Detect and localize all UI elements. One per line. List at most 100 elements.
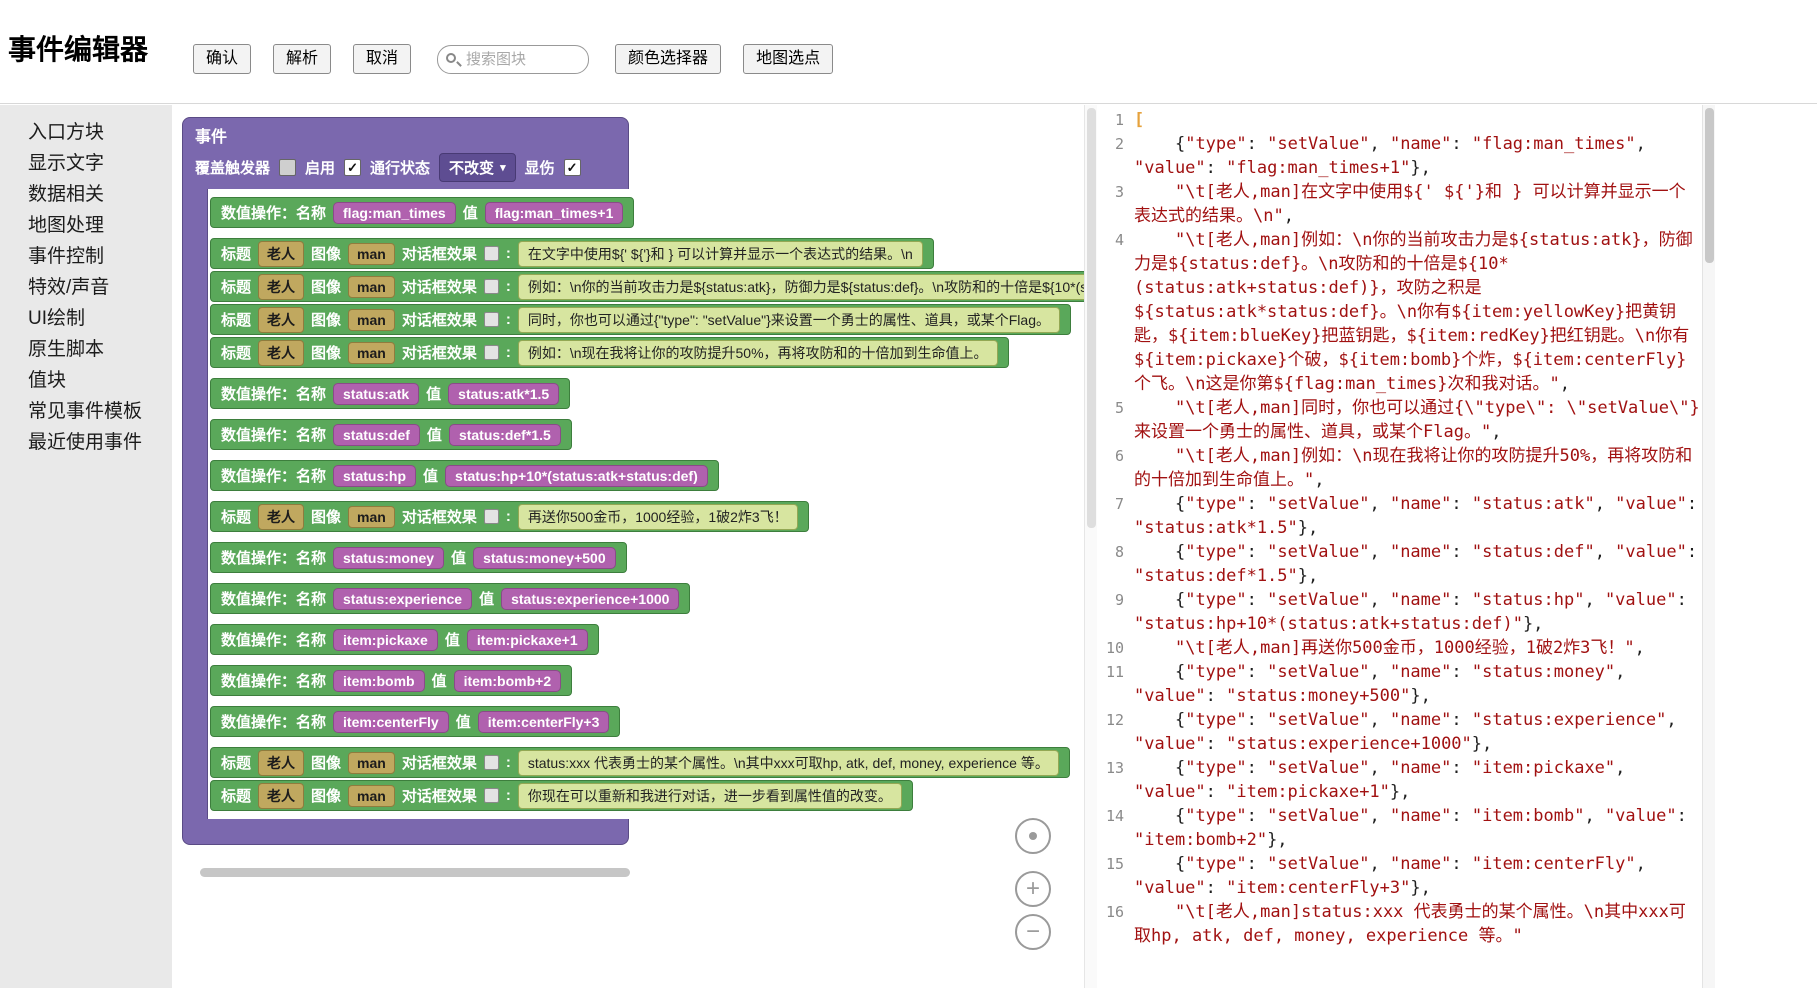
search-box[interactable] <box>437 44 590 74</box>
zoom-out-button[interactable]: − <box>1015 914 1051 950</box>
dialog-text-field[interactable]: 在文字中使用${' ${'}和 } 可以计算并显示一个表达式的结果。\n <box>517 240 923 267</box>
map-pick-button[interactable]: 地图选点 <box>743 44 834 74</box>
pass-state-dropdown[interactable]: 不改变 ▾ <box>439 153 516 182</box>
title-field[interactable]: 老人 <box>258 749 305 776</box>
dialog-effect-checkbox[interactable] <box>483 345 499 360</box>
event-block[interactable]: 事件 覆盖触发器 启用 ✓ 通行状态 不改变 ▾ 显伤 ✓ 数值操作 <box>182 117 1084 845</box>
dialog-effect-checkbox[interactable] <box>483 312 499 327</box>
image-field[interactable]: man <box>348 784 395 807</box>
display-damage-checkbox[interactable]: ✓ <box>563 159 581 176</box>
sidebar-item[interactable]: UI绘制 <box>28 308 86 329</box>
sidebar-item[interactable]: 最近使用事件 <box>28 432 143 453</box>
name-chip[interactable]: status:atk <box>333 382 420 405</box>
code-line: 16 "\t[老人,man]status:xxx 代表勇士的某个属性。\n其中x… <box>1098 900 1702 948</box>
name-chip[interactable]: status:def <box>333 423 420 446</box>
pass-state-value: 不改变 <box>449 160 495 177</box>
value-chip[interactable]: status:money+500 <box>473 546 616 569</box>
dialog-text-field[interactable]: 再送你500金币，1000经验，1破2炸3飞！ <box>517 503 798 530</box>
value-chip[interactable]: flag:man_times+1 <box>484 201 624 224</box>
color-picker-button[interactable]: 颜色选择器 <box>615 44 722 74</box>
setvalue-label: 数值操作：名称 <box>221 468 327 485</box>
title-field[interactable]: 老人 <box>258 339 305 366</box>
dialog-text-field[interactable]: status:xxx 代表勇士的某个属性。\n其中xxx可取hp, atk, d… <box>517 749 1059 776</box>
name-chip[interactable]: item:bomb <box>333 669 425 692</box>
sidebar-item[interactable]: 入口方块 <box>28 122 105 143</box>
sidebar-item[interactable]: 显示文字 <box>28 153 105 174</box>
dialog-text-field[interactable]: 同时，你也可以通过{"type": "setValue"}来设置一个勇士的属性、… <box>517 306 1060 333</box>
line-number: 7 <box>1114 495 1124 513</box>
zoom-in-button[interactable]: + <box>1015 871 1051 907</box>
dialog-effect-checkbox[interactable] <box>483 755 499 770</box>
sidebar-item[interactable]: 数据相关 <box>28 184 105 205</box>
dialog-text-field[interactable]: 例如：\n现在我将让你的攻防提升50%，再将攻防和的十倍加到生命值上。 <box>517 339 998 366</box>
sidebar-item[interactable]: 特效/声音 <box>28 277 110 298</box>
title-field[interactable]: 老人 <box>258 273 305 300</box>
name-chip[interactable]: status:experience <box>333 587 473 610</box>
value-chip[interactable]: item:bomb+2 <box>453 669 562 692</box>
enable-checkbox[interactable]: ✓ <box>344 159 362 176</box>
dialog-text-field[interactable]: 例如：\n你的当前攻击力是${status:atk}，防御力是${status:… <box>517 273 1084 300</box>
image-field[interactable]: man <box>348 341 395 364</box>
image-field[interactable]: man <box>348 751 395 774</box>
dialog-effect-checkbox[interactable] <box>483 246 499 261</box>
name-chip[interactable]: flag:man_times <box>333 201 456 224</box>
search-input[interactable] <box>464 49 580 69</box>
title-field[interactable]: 老人 <box>258 503 305 530</box>
sidebar-item[interactable]: 事件控制 <box>28 246 105 267</box>
value-chip[interactable]: item:pickaxe+1 <box>466 628 588 651</box>
dialog-effect-checkbox[interactable] <box>483 509 499 524</box>
name-chip[interactable]: status:hp <box>333 464 417 487</box>
confirm-button[interactable]: 确认 <box>193 44 252 74</box>
title-field[interactable]: 老人 <box>258 306 305 333</box>
sidebar-item[interactable]: 地图处理 <box>28 215 105 236</box>
value-label: 值 <box>451 550 467 567</box>
workspace-horizontal-scrollbar[interactable] <box>200 868 630 877</box>
image-field[interactable]: man <box>348 275 395 298</box>
code-editor[interactable]: 1[2 {"type": "setValue", "name": "flag:m… <box>1098 105 1702 988</box>
sidebar-item[interactable]: 值块 <box>28 370 67 391</box>
value-chip[interactable]: status:experience+1000 <box>501 587 680 610</box>
image-field[interactable]: man <box>348 242 395 265</box>
name-chip[interactable]: item:pickaxe <box>333 628 438 651</box>
image-field[interactable]: man <box>348 505 395 528</box>
dialog-effect-checkbox[interactable] <box>483 279 499 294</box>
workspace-scrollbar-thumb[interactable] <box>1087 108 1096 528</box>
blockly-workspace[interactable]: 事件 覆盖触发器 启用 ✓ 通行状态 不改变 ▾ 显伤 ✓ 数值操作 <box>172 105 1084 988</box>
title-field[interactable]: 老人 <box>258 240 305 267</box>
sidebar-item[interactable]: 常见事件模板 <box>28 401 143 422</box>
value-chip[interactable]: status:def*1.5 <box>448 423 561 446</box>
code-scrollbar[interactable] <box>1702 105 1715 988</box>
name-chip[interactable]: item:centerFly <box>333 710 449 733</box>
override-trigger-checkbox[interactable] <box>279 159 297 176</box>
title-field[interactable]: 老人 <box>258 782 305 809</box>
value-chip[interactable]: status:atk*1.5 <box>448 382 560 405</box>
image-field[interactable]: man <box>348 308 395 331</box>
value-chip[interactable]: status:hp+10*(status:atk+status:def) <box>445 464 708 487</box>
sidebar-item[interactable]: 原生脚本 <box>28 339 105 360</box>
parse-button[interactable]: 解析 <box>273 44 332 74</box>
dialog-text-field[interactable]: 你现在可以重新和我进行对话，进一步看到属性值的改变。 <box>517 782 902 809</box>
cancel-button[interactable]: 取消 <box>353 44 412 74</box>
zoom-reset-button[interactable] <box>1015 818 1051 854</box>
code-scrollbar-thumb[interactable] <box>1705 108 1714 263</box>
value-chip[interactable]: item:centerFly+3 <box>477 710 610 733</box>
name-chip[interactable]: status:money <box>333 546 445 569</box>
dialog-effect-checkbox[interactable] <box>483 788 499 803</box>
workspace-vertical-scrollbar[interactable] <box>1084 105 1097 988</box>
